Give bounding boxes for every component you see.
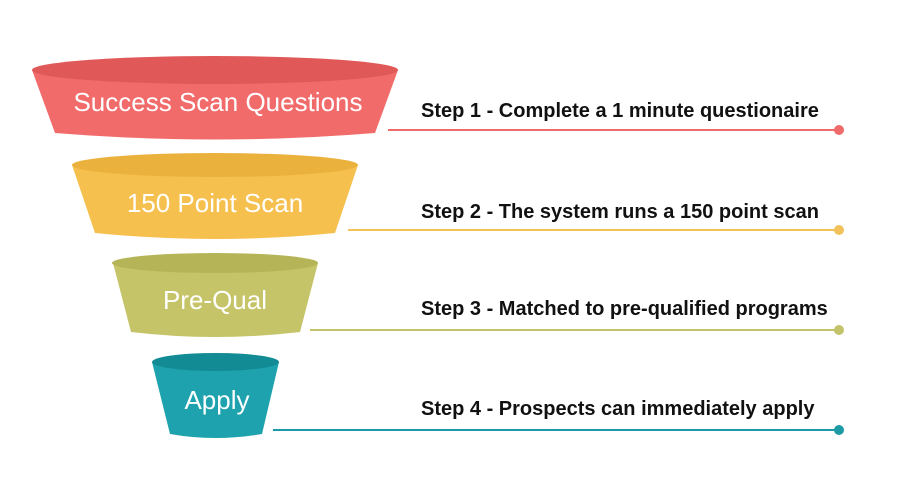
- funnel-stage-3: Pre-Qual Step 3 - Matched to pre-qualifi…: [112, 253, 844, 337]
- funnel-stage-4-body: [152, 362, 279, 438]
- step-3-connector-dot: [834, 325, 844, 335]
- funnel-stage-3-top: [112, 253, 318, 273]
- funnel-stage-4-label: Apply: [184, 385, 249, 415]
- funnel-stage-3-label: Pre-Qual: [163, 285, 267, 315]
- funnel-stage-1: Success Scan Questions Step 1 - Complete…: [32, 56, 844, 140]
- step-4-connector-dot: [834, 425, 844, 435]
- funnel-stage-1-top: [32, 56, 398, 84]
- funnel-stage-4: Apply Step 4 - Prospects can immediately…: [152, 353, 844, 438]
- step-1-text: Step 1 - Complete a 1 minute questionair…: [421, 100, 819, 122]
- step-2-text: Step 2 - The system runs a 150 point sca…: [421, 201, 819, 223]
- step-3-text: Step 3 - Matched to pre-qualified progra…: [421, 298, 828, 320]
- funnel-stage-1-label: Success Scan Questions: [73, 87, 362, 117]
- funnel-stage-2-body: [72, 165, 358, 239]
- step-4-text: Step 4 - Prospects can immediately apply: [421, 398, 815, 420]
- funnel-stage-4-top: [152, 353, 279, 371]
- funnel-stage-3-body: [113, 263, 318, 337]
- funnel-stage-2-top: [72, 153, 358, 177]
- funnel-stage-2: 150 Point Scan Step 2 - The system runs …: [72, 153, 844, 239]
- funnel-stage-2-label: 150 Point Scan: [127, 188, 303, 218]
- step-2-connector-dot: [834, 225, 844, 235]
- step-1-connector-dot: [834, 125, 844, 135]
- funnel-stage-1-body: [32, 70, 398, 140]
